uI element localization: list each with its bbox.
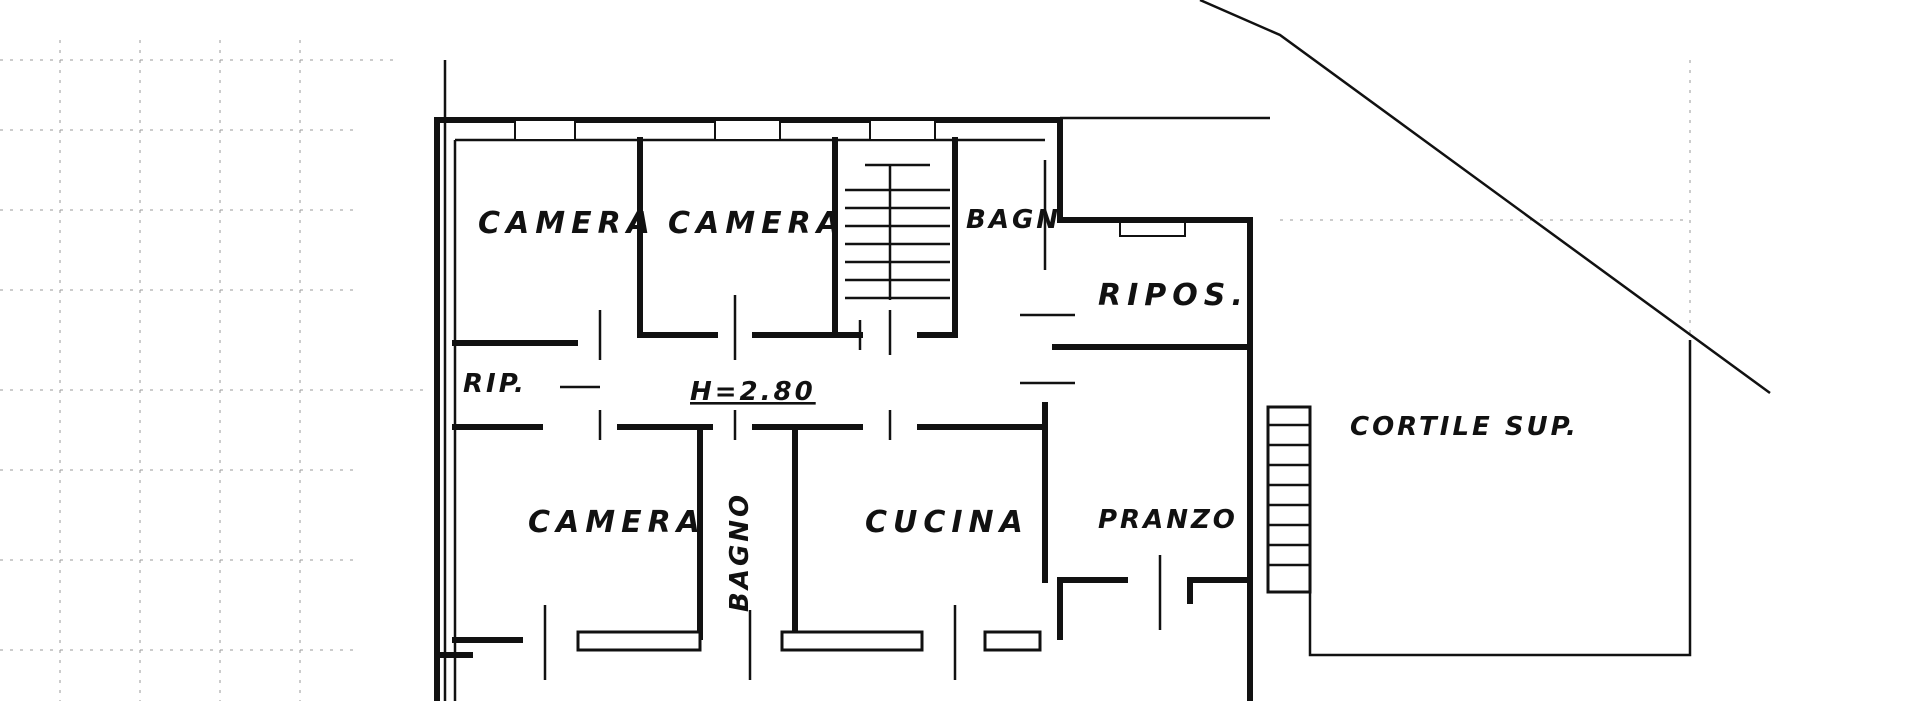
label-rip: RIP. [463,369,527,399]
external-stairs [1266,405,1312,594]
label-ripos: RIPOS. [1098,278,1249,313]
label-cortile: CORTILE SUP. [1350,412,1579,442]
label-camera-2: CAMERA [668,206,846,241]
label-camera-1: CAMERA [478,206,656,241]
label-camera-3: CAMERA [528,505,706,540]
label-bagno-top: BAGN [966,205,1061,235]
label-cucina: CUCINA [865,505,1029,540]
walls [434,60,1270,701]
label-pranzo: PRANZO [1098,505,1238,535]
property-boundary [1199,0,1771,395]
label-bagno-vertical: BAGNO [725,492,755,612]
room-labels: CAMERA CAMERA BAGN RIPOS. RIP. H=2.80 CA… [463,205,1579,612]
label-height: H=2.80 [690,377,816,407]
courtyard-outline [1308,340,1692,657]
staircase [845,163,950,300]
